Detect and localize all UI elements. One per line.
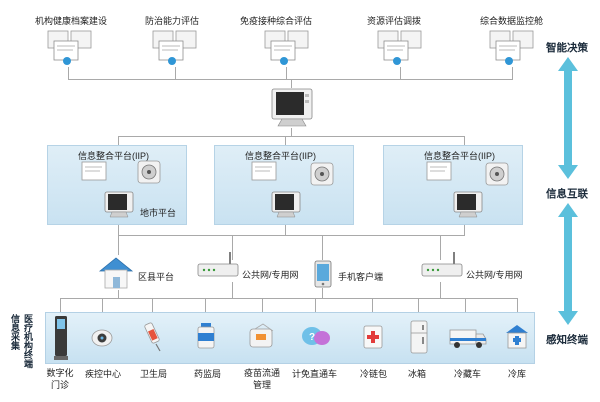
document-stack-icon — [152, 30, 197, 65]
top-item-label: 机构健康档案建设 — [35, 16, 108, 26]
double-arrow-icon — [558, 57, 578, 179]
double-arrow-icon — [558, 203, 578, 325]
refrigerator-icon — [410, 320, 428, 354]
platform-label: 信息整合平台(IIP) — [245, 151, 316, 161]
connector-line — [291, 128, 292, 136]
terminal-label: 数字化门诊 — [46, 368, 74, 390]
connector-line — [285, 225, 286, 235]
platform-label: 信息整合平台(IIP) — [78, 151, 149, 161]
layer-label-sensing: 感知终端 — [546, 334, 588, 346]
terminal-label: 计免直通车 — [292, 369, 338, 379]
county-platform-label: 区县平台 — [138, 272, 175, 282]
connector-line — [60, 298, 518, 299]
document-stack-icon — [47, 30, 92, 65]
connector-line — [440, 235, 441, 260]
connector-line — [232, 235, 233, 260]
connector-line — [118, 290, 119, 299]
connector-line — [418, 298, 419, 312]
platform-label: 信息整合平台(IIP) — [424, 151, 495, 161]
network-label: 公共网/专用网 — [242, 270, 299, 280]
document-stack-icon — [264, 30, 309, 65]
city-platform-label: 地市平台 — [140, 208, 177, 218]
connector-line — [175, 67, 176, 80]
layer-label-decision: 智能决策 — [546, 42, 588, 54]
terminal-label: 卫生局 — [140, 369, 168, 379]
terminal-label: 疫苗流通管理 — [243, 368, 280, 390]
terminal-label: 冷链包 — [360, 369, 388, 379]
document-icon — [251, 161, 277, 181]
connector-line — [232, 282, 233, 299]
top-item-label: 资源评估调拨 — [367, 16, 422, 26]
connector-line — [102, 298, 103, 312]
connector-line — [152, 298, 153, 312]
disc-icon — [137, 160, 161, 184]
chat-bubble-icon: ? — [302, 327, 330, 345]
camera-icon — [91, 329, 113, 347]
connector-line — [118, 136, 119, 145]
mobile-client-label: 手机客户端 — [338, 272, 384, 282]
connector-line — [372, 298, 373, 312]
connector-line — [118, 235, 119, 255]
document-stack-icon — [489, 30, 534, 65]
top-item-label: 综合数据监控舱 — [480, 16, 544, 26]
house-icon — [98, 257, 134, 289]
terminal-label: 药监局 — [194, 369, 222, 379]
connector-line — [286, 67, 287, 80]
document-stack-icon — [377, 30, 422, 65]
ambulance-icon — [449, 329, 487, 348]
top-item-label: 防治能力评估 — [145, 16, 200, 26]
connector-line — [118, 136, 465, 137]
connector-line — [517, 298, 518, 312]
medical-kit-icon — [363, 325, 383, 349]
svg-text:?: ? — [309, 332, 315, 343]
mobile-phone-icon — [314, 260, 332, 288]
router-icon — [421, 252, 463, 277]
connector-line — [262, 298, 263, 312]
top-item-label: 免疫接种综合评估 — [240, 16, 313, 26]
router-icon — [197, 252, 239, 277]
connector-line — [118, 225, 119, 235]
connector-line — [464, 225, 465, 235]
network-label: 公共网/专用网 — [466, 270, 523, 280]
connector-line — [512, 67, 513, 80]
terminal-label: 冰箱 — [408, 369, 427, 379]
connector-line — [315, 298, 316, 312]
collection-label: 信息采集 — [10, 314, 20, 350]
television-icon — [453, 191, 483, 218]
document-icon — [81, 161, 107, 181]
vaccine-box-icon — [249, 323, 274, 348]
connector-line — [322, 288, 323, 299]
connector-line — [205, 298, 206, 312]
syringe-icon — [144, 322, 161, 352]
connector-line — [464, 136, 465, 145]
connector-line — [68, 67, 69, 80]
collection-label: 医疗机构终端 — [23, 314, 33, 368]
terminal-label: 冷库 — [508, 369, 527, 379]
terminal-label: 冷藏车 — [454, 369, 482, 379]
connector-line — [285, 136, 286, 145]
connector-line — [60, 298, 61, 312]
connector-line — [322, 235, 323, 260]
television-icon — [271, 191, 301, 218]
connector-line — [291, 79, 292, 88]
layer-label-interconnect: 信息互联 — [546, 188, 588, 200]
television-icon — [271, 88, 313, 127]
document-icon — [426, 161, 452, 181]
kiosk-icon — [54, 316, 68, 360]
terminal-label: 疾控中心 — [85, 369, 122, 379]
connector-line — [118, 235, 465, 236]
connector-line — [465, 298, 466, 312]
connector-line — [68, 79, 513, 80]
disc-icon — [485, 162, 509, 186]
cold-storage-icon — [506, 325, 528, 349]
connector-line — [440, 282, 441, 299]
medicine-bottle-icon — [197, 323, 215, 349]
disc-icon — [310, 162, 334, 186]
connector-line — [400, 67, 401, 80]
television-icon — [104, 191, 134, 218]
